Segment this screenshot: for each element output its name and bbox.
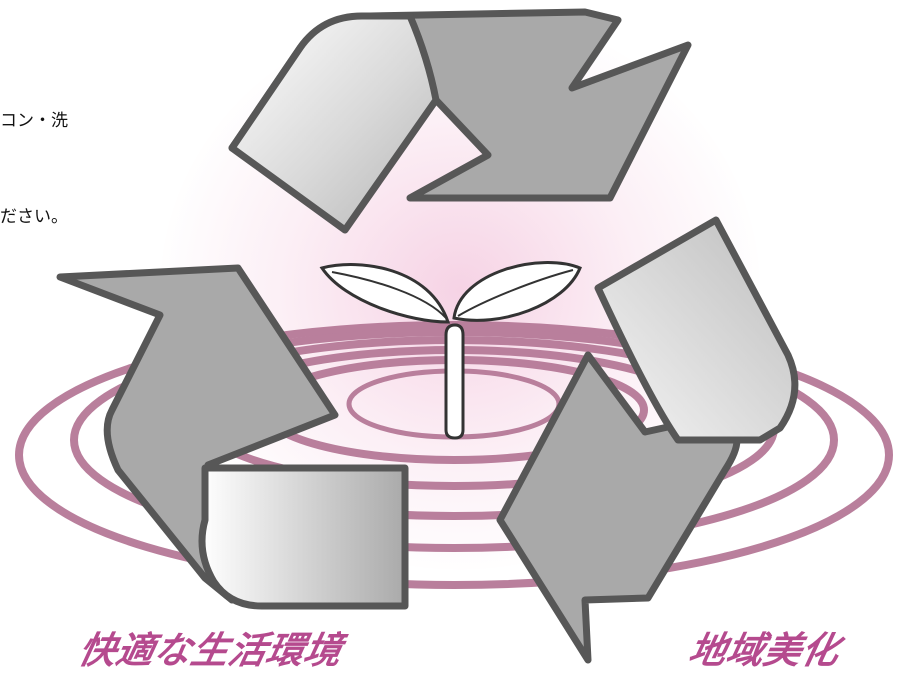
recycle-arrow-right <box>496 216 799 664</box>
body-text-line: ださい。 <box>0 207 68 227</box>
caption-community-beautification: 地域美化 <box>684 629 844 672</box>
recycle-arrow-left <box>56 264 409 610</box>
caption-comfortable-living-environment: 快適な生活環境 <box>74 629 347 672</box>
sprout-icon <box>319 261 582 440</box>
recycle-arrow-top <box>228 8 692 234</box>
body-text-line: コン・洗 <box>0 111 68 131</box>
